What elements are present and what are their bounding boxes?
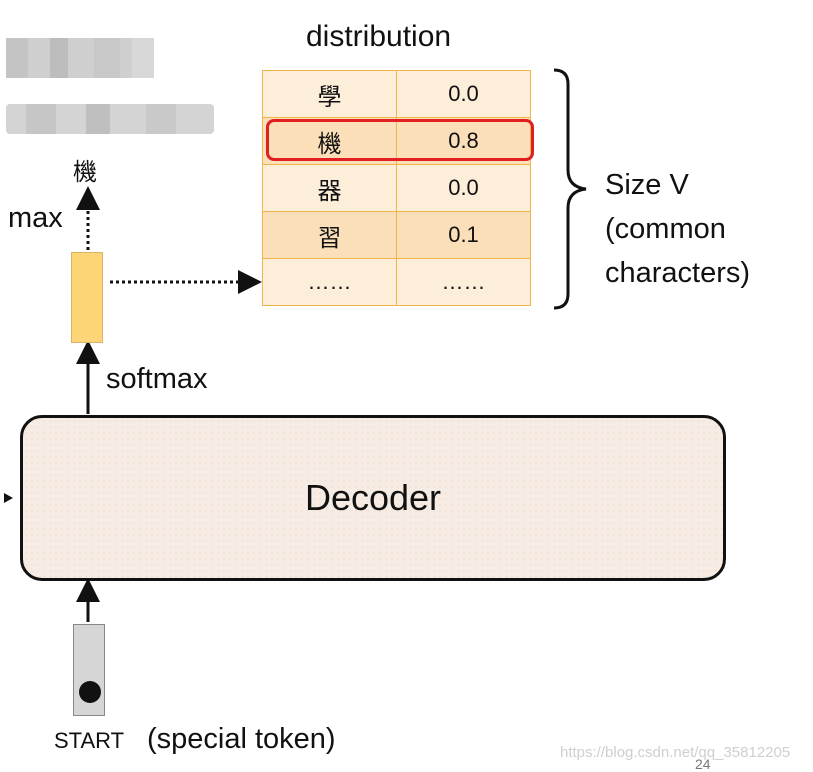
blurred-region-top [6,38,154,78]
size-label-line1: Size V [605,169,689,201]
softmax-vector [71,252,103,343]
prob-cell: 0.0 [396,164,531,212]
table-row: 學 0.0 [262,70,531,118]
char-cell: …… [262,258,397,306]
prob-cell: …… [396,258,531,306]
distribution-table: 學 0.0 機 0.8 器 0.0 習 0.1 …… …… [262,70,531,306]
prob-cell: 0.1 [396,211,531,259]
blurred-region-bottom [6,104,214,134]
table-row: …… …… [262,258,531,306]
watermark: https://blog.csdn.net/qq_35812205 [560,744,791,761]
size-label-line2: (common [605,212,726,245]
page-number: 24 [695,756,711,772]
distribution-title: distribution [306,20,452,53]
decoder-label: Decoder [304,477,442,518]
start-token-dot [79,681,101,703]
prob-cell: 0.0 [396,70,531,118]
special-token-label: (special token) [147,723,336,755]
start-label: START [54,728,125,753]
softmax-label: softmax [106,363,208,395]
curly-brace [553,68,587,310]
highlight-box [266,119,534,161]
size-label-line3: characters) [605,256,751,289]
left-input-arrow [4,493,13,503]
table-row: 器 0.0 [262,164,531,212]
decoder-block: Decoder [20,415,726,581]
char-cell: 器 [262,164,397,212]
char-cell: 學 [262,70,397,118]
max-label: max [8,202,63,234]
prob-cell: 0.8 [396,117,531,165]
table-row: 習 0.1 [262,211,531,259]
size-label: Size V (common characters) [605,169,751,290]
char-cell: 習 [262,211,397,259]
output-char: 機 [73,158,97,186]
